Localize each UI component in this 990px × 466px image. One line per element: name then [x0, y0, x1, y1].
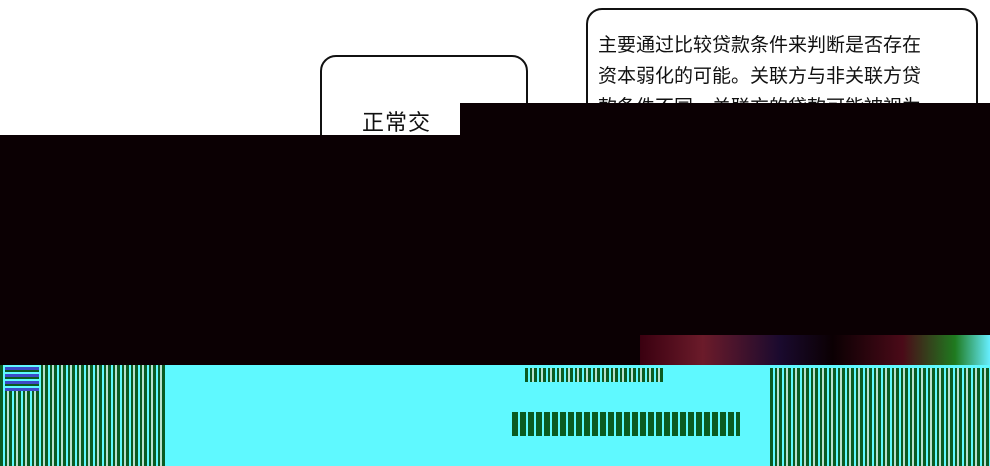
corrupted-noise-mid [525, 368, 665, 382]
corrupted-region-dark [0, 135, 990, 365]
normal-transaction-label: 正常交 [362, 111, 432, 136]
corrupted-noise-right [770, 368, 990, 466]
corrupted-noise-bar [512, 412, 740, 436]
corrupted-noise-corner [5, 365, 39, 391]
corrupted-region-strip [640, 335, 990, 365]
